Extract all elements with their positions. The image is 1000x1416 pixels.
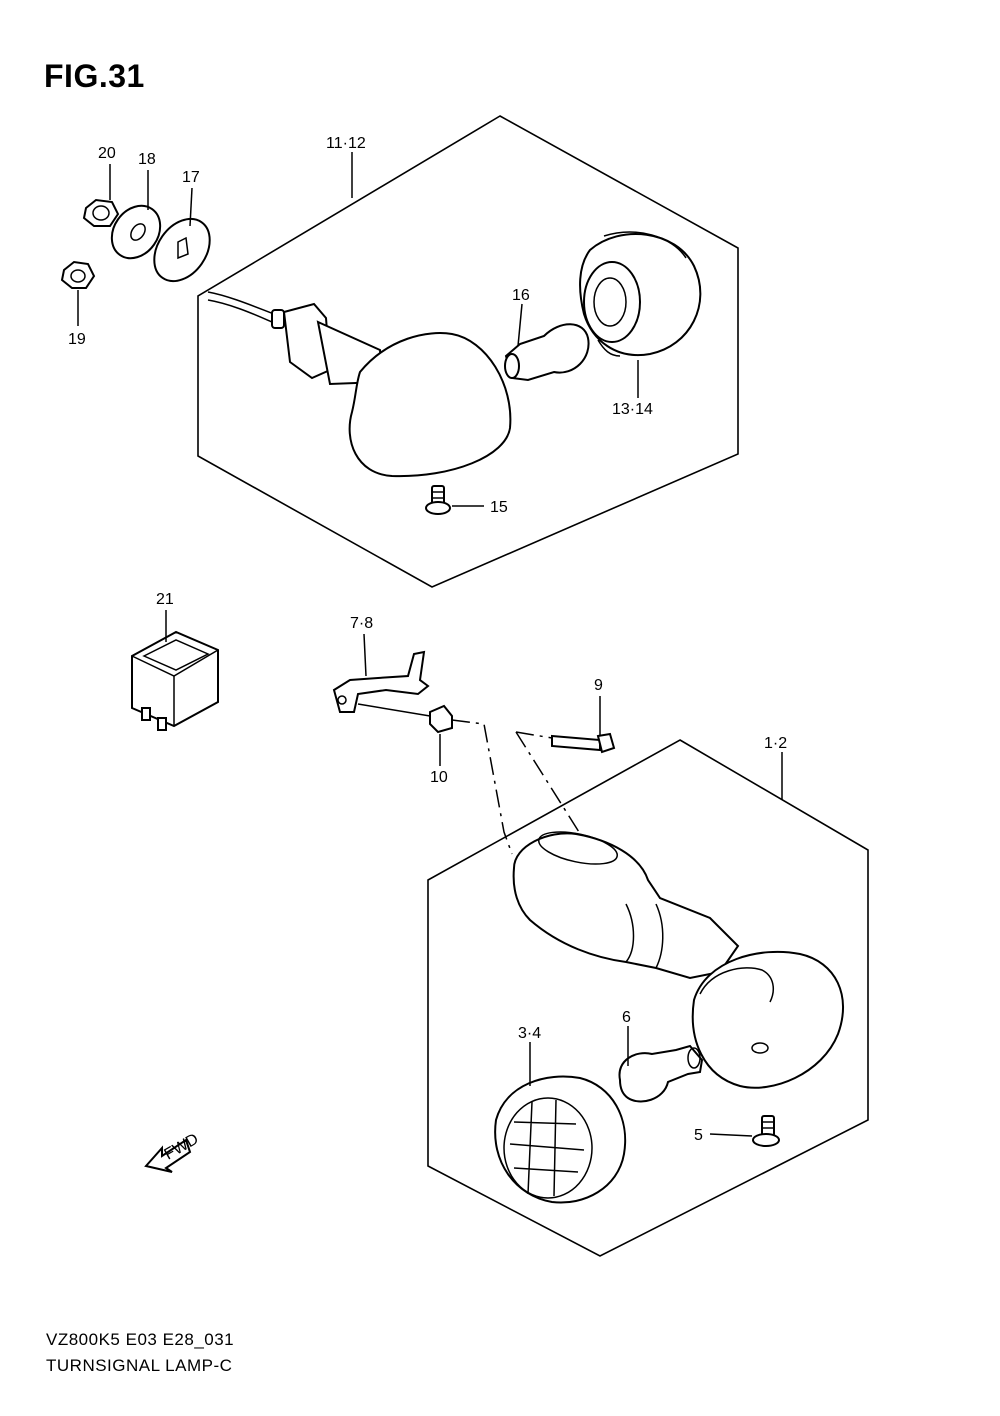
leader-lines [77, 152, 783, 1137]
bulb-6[interactable] [618, 1044, 704, 1103]
callout-20: 20 [98, 145, 116, 162]
bulb-16[interactable] [504, 323, 590, 382]
callout-13-14: 13·14 [612, 401, 653, 418]
lower-turn-signal-lamp[interactable] [512, 826, 844, 1089]
forward-direction-arrow: FWD [144, 1131, 202, 1173]
callout-10: 10 [430, 769, 448, 786]
figure-title: FIG.31 [44, 58, 145, 94]
screw-5[interactable] [752, 1115, 780, 1147]
nut-20[interactable] [82, 198, 120, 227]
bracket-7-8[interactable] [332, 650, 430, 713]
callout-labels: 20 18 17 19 11·12 16 13·14 15 21 7·8 9 1… [68, 135, 787, 1144]
callout-3-4: 3·4 [518, 1025, 541, 1042]
section-name: TURNSIGNAL LAMP-C [46, 1356, 233, 1375]
callout-7-8: 7·8 [350, 615, 373, 632]
bolt-9[interactable] [551, 732, 616, 754]
assembly-box-1-2 [427, 739, 869, 1257]
lens-3-4[interactable] [494, 1075, 627, 1204]
assembly-lines [357, 703, 585, 855]
callout-21: 21 [156, 591, 174, 608]
relay-21[interactable] [131, 630, 219, 731]
callout-5: 5 [694, 1127, 703, 1144]
callout-6: 6 [622, 1009, 631, 1026]
collar-10[interactable] [429, 704, 453, 734]
screw-15[interactable] [425, 485, 451, 515]
callout-15: 15 [490, 499, 508, 516]
callout-18: 18 [138, 151, 156, 168]
washer-17[interactable] [143, 208, 221, 291]
assembly-box-11-12 [197, 115, 739, 588]
upper-turn-signal-lamp[interactable] [207, 291, 512, 478]
lens-13-14[interactable] [579, 231, 702, 357]
callout-1-2: 1·2 [764, 735, 787, 752]
nut-19[interactable] [60, 260, 96, 289]
model-code: VZ800K5 E03 E28_031 [46, 1330, 235, 1349]
callout-11-12: 11·12 [326, 135, 366, 152]
callout-19: 19 [68, 331, 86, 348]
washer-18[interactable] [102, 196, 170, 267]
callout-17: 17 [182, 169, 200, 186]
callout-16: 16 [512, 287, 530, 304]
callout-9: 9 [594, 677, 603, 694]
